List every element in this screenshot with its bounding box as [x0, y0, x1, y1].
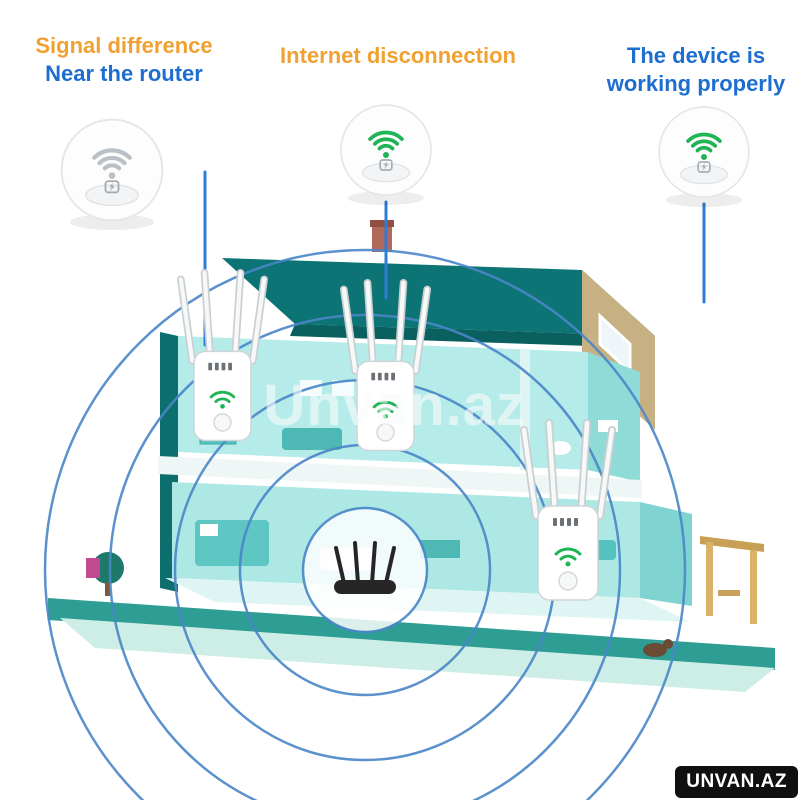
puck-device-working	[657, 105, 751, 199]
callout-working-line2: working properly	[606, 70, 786, 96]
puck-device-disconnection	[339, 103, 433, 197]
callout-working-line1: The device is	[626, 43, 766, 68]
puck-device-weak-signal	[62, 120, 163, 221]
callout-disconnection-line1: Internet disconnection	[280, 43, 516, 68]
callout-working: The device is working properly	[596, 42, 796, 97]
brand-badge: UNVAN.AZ	[675, 766, 798, 798]
callout-near-router: Signal difference Near the router	[10, 32, 238, 87]
callout-near-router-line2: Near the router	[45, 60, 203, 86]
callout-near-router-line1: Signal difference	[35, 33, 213, 58]
router-icon	[334, 541, 396, 594]
house-cutaway-illustration	[48, 220, 775, 692]
callout-disconnection: Internet disconnection	[248, 42, 548, 70]
